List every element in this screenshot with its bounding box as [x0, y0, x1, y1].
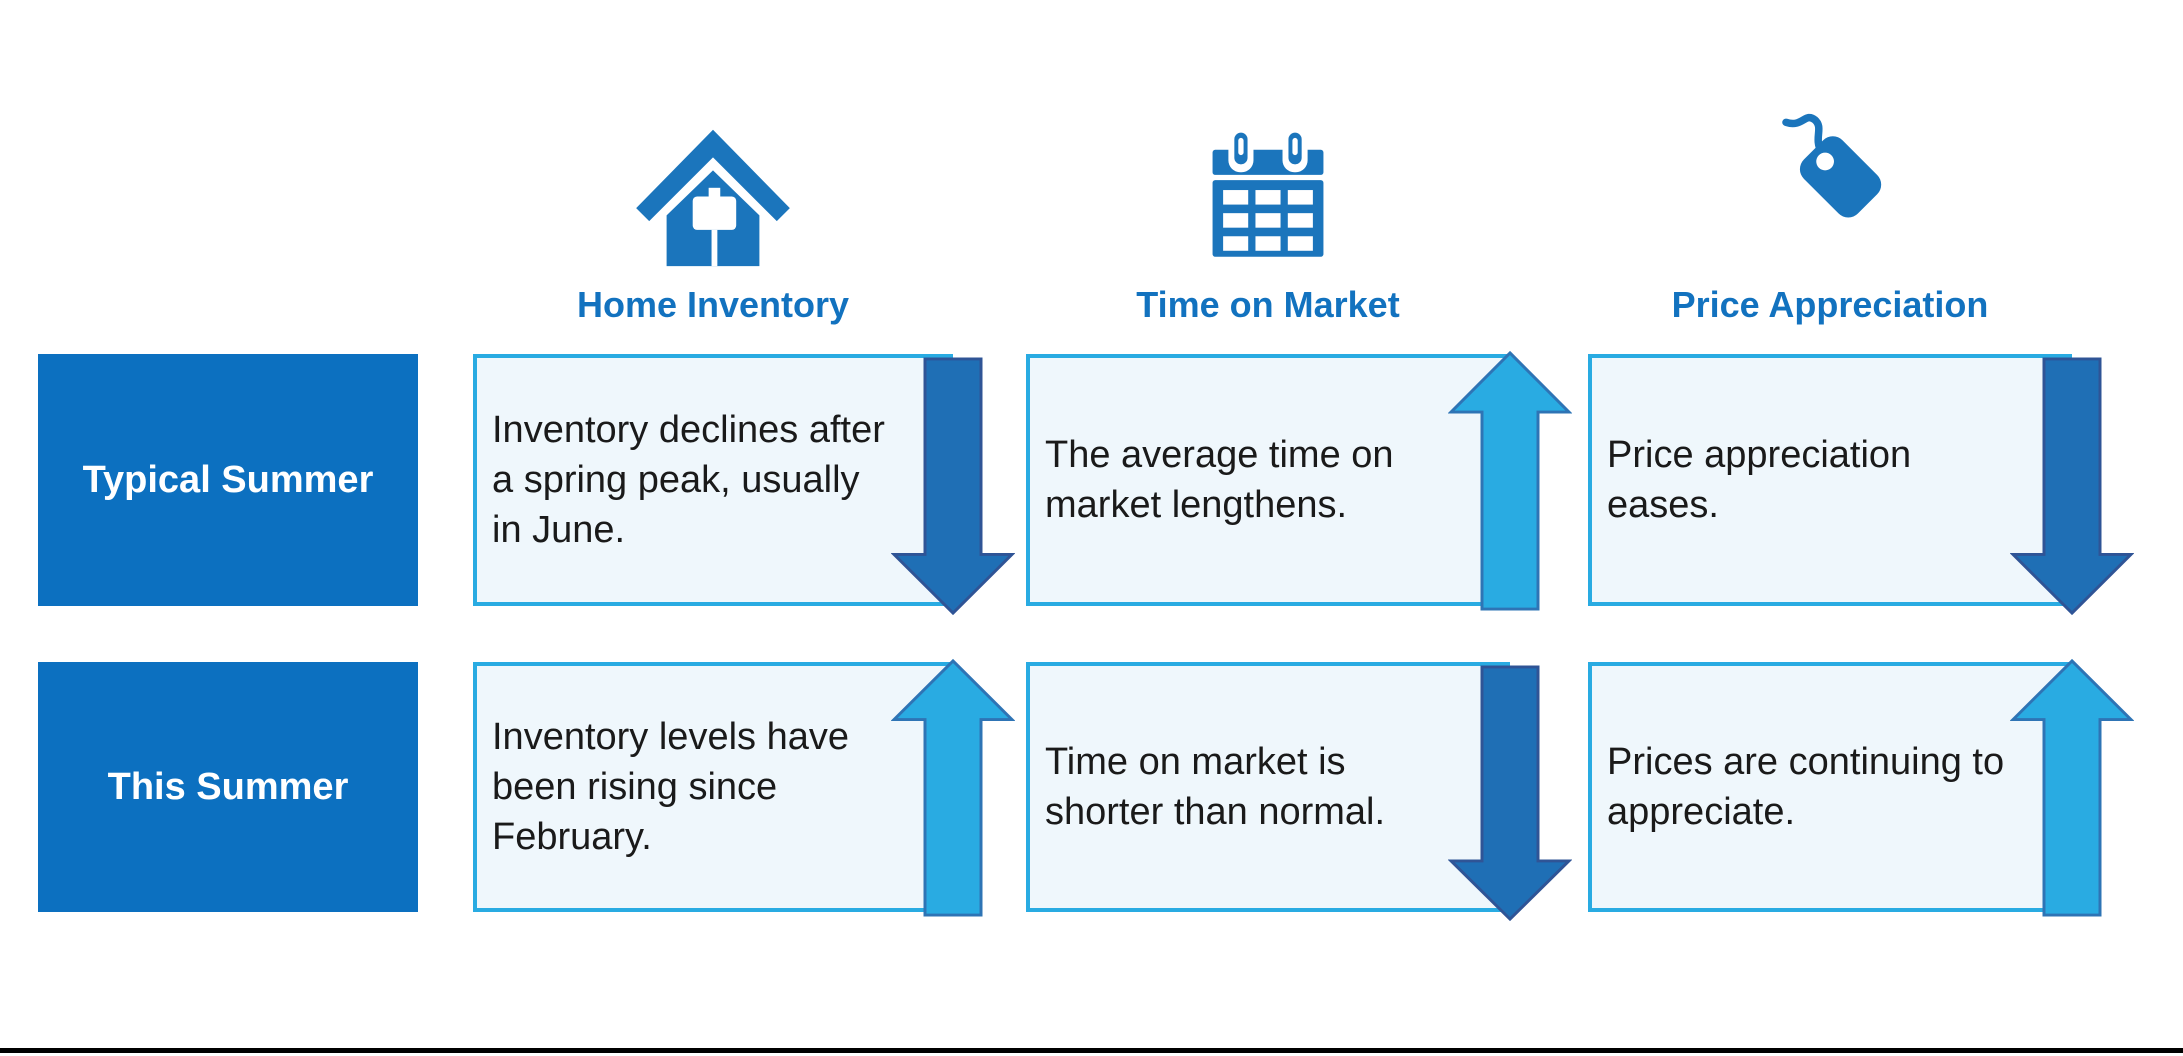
- cell-text: Time on market is shorter than normal.: [1045, 740, 1386, 833]
- cell-text: Inventory levels have been rising since …: [492, 715, 849, 859]
- cell-typical-summer-home-inventory: Inventory declines after a spring peak, …: [473, 354, 1015, 616]
- column-header-price-appreciation: Price Appreciation: [1588, 283, 2072, 327]
- price-tag-icon: [1756, 106, 1906, 256]
- row-label-typical-summer: Typical Summer: [38, 354, 418, 606]
- trend-arrow-up-icon: [2010, 658, 2134, 918]
- row-label-this-summer: This Summer: [38, 662, 418, 912]
- cell-typical-summer-price-appreciation: Price appreciation eases.: [1588, 354, 2134, 616]
- calendar-icon: [1202, 130, 1334, 262]
- column-label: Home Inventory: [576, 284, 850, 325]
- trend-arrow-down-icon: [2010, 356, 2134, 616]
- cell-this-summer-price-appreciation: Prices are continuing to appreciate.: [1588, 658, 2134, 917]
- trend-arrow-up-icon: [1448, 350, 1572, 612]
- cell-typical-summer-time-on-market: The average time on market lengthens.: [1026, 350, 1572, 611]
- column-header-time-on-market: Time on Market: [1026, 283, 1510, 327]
- row-label-text: This Summer: [107, 765, 349, 808]
- column-label: Price Appreciation: [1671, 284, 1989, 325]
- cell-this-summer-home-inventory: Inventory levels have been rising since …: [473, 658, 1015, 917]
- cell-text: The average time on market lengthens.: [1045, 433, 1394, 526]
- house-icon: [633, 124, 793, 269]
- column-header-home-inventory: Home Inventory: [473, 283, 953, 327]
- cell-this-summer-time-on-market: Time on market is shorter than normal.: [1026, 662, 1572, 922]
- cell-text: Price appreciation eases.: [1607, 433, 1912, 526]
- row-label-text: Typical Summer: [82, 458, 374, 501]
- column-label: Time on Market: [1136, 284, 1400, 325]
- trend-arrow-down-icon: [1448, 664, 1572, 922]
- cell-text: Prices are continuing to appreciate.: [1607, 740, 2005, 833]
- cell-text: Inventory declines after a spring peak, …: [492, 408, 885, 552]
- bottom-rule: [0, 1048, 2183, 1053]
- trend-arrow-down-icon: [891, 356, 1015, 616]
- trend-arrow-up-icon: [891, 658, 1015, 918]
